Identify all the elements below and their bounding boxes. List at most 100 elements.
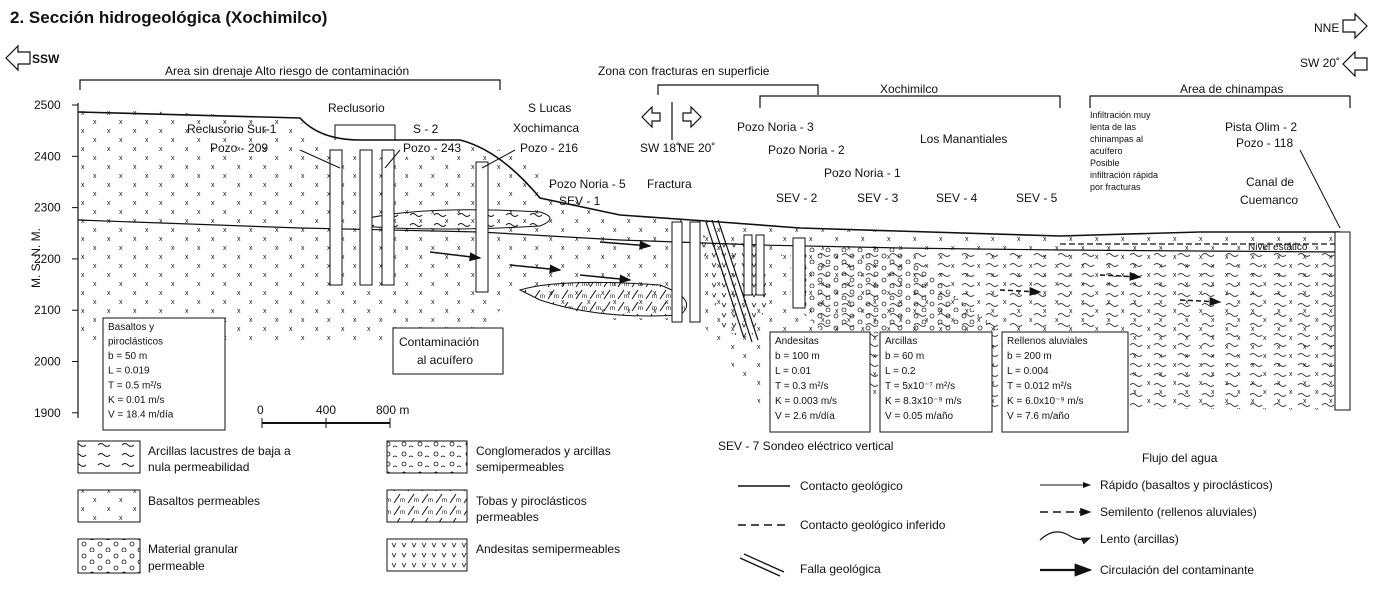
info-box-line: b = 100 m [775, 351, 820, 362]
flow-legend-contaminante: Circulación del contaminante [1100, 563, 1254, 577]
info-box-line: T = 0.012 m²/s [1007, 381, 1072, 392]
legend-granular-line1: Material granular [148, 542, 238, 556]
legend-swatch-lacustre [77, 440, 141, 474]
label-pozo-243: Pozo - 243 [403, 141, 461, 155]
nivel-estatico-label: Nivel estático [1248, 242, 1308, 253]
scale-400: 400 [316, 403, 336, 417]
arrow-left-icon [641, 105, 661, 129]
well-sev2 [792, 237, 806, 309]
well-noria-5 [671, 221, 683, 323]
scale-bar: 0 400 800 m [257, 403, 409, 428]
arrow-left-icon [5, 44, 31, 72]
legend-sev: SEV - 7 Sondeo eléctrico vertical [718, 439, 893, 453]
legend-swatch-granular [77, 538, 141, 574]
label-s-lucas: S Lucas [528, 101, 571, 115]
clay-lens [359, 209, 551, 230]
label-canal: Canal de [1246, 175, 1294, 189]
y-axis-label: M. S. N. M. [29, 228, 43, 288]
legend: Arcillas lacustres de baja a nula permea… [77, 439, 1273, 577]
bracket-xochimilco: Xochimilco [759, 82, 1061, 108]
info-box-line: V = 0.05 m/año [885, 411, 954, 422]
info-box-line: Andesitas [775, 336, 819, 347]
tuff-lens [518, 281, 688, 317]
y-tick-label: 2400 [34, 149, 61, 163]
legend-lacustre-line2: nula permeabilidad [148, 460, 249, 474]
direction-ssw-label: SSW [32, 52, 60, 66]
infiltracion-line: lenta de las [1090, 122, 1137, 132]
legend-falla: Falla geológica [800, 562, 881, 576]
location-labels: Reclusorio Sur-1 Pozo - 209 Reclusorio S… [187, 101, 1341, 375]
label-pozo-noria-5: Pozo Noria - 5 [549, 177, 626, 191]
infiltracion-line: infiltración rápida [1090, 170, 1158, 180]
bracket-zona-fracturas: Zona con fracturas en superficie [598, 64, 819, 95]
info-box-line: V = 2.6 m/día [775, 411, 835, 422]
label-sev-4: SEV - 4 [936, 191, 978, 205]
contaminacion-box [392, 327, 504, 375]
info-box-line: L = 0.2 [885, 366, 916, 377]
infiltracion-line: por fracturas [1090, 182, 1141, 192]
well-reclusorio-a [359, 149, 373, 286]
label-pozo-118: Pozo - 118 [1236, 136, 1293, 150]
y-tick-label: 2100 [34, 303, 61, 317]
direction-nne: NNE [1314, 12, 1368, 40]
info-box-line: T = 5x10⁻⁷ m²/s [885, 381, 955, 392]
legend-swatch-conglomerate [386, 440, 468, 474]
flow-arrows [429, 240, 1222, 306]
bracket-area-sin-drenaje-label: Area sin drenaje Alto riesgo de contamin… [165, 64, 409, 78]
direction-ne20: NE 20˚ [678, 105, 715, 155]
label-reclusorio-sur-1: Reclusorio Sur-1 [187, 122, 277, 136]
info-box-line: b = 200 m [1007, 351, 1052, 362]
scale-0: 0 [257, 403, 264, 417]
label-cuemanco: Cuemanco [1240, 193, 1298, 207]
label-s2: S - 2 [413, 122, 439, 136]
bracket-area-chinampas-label: Area de chinampas [1180, 82, 1283, 96]
legend-tuff-line1: Tobas y piroclásticos [476, 494, 587, 508]
well-sev1 [689, 221, 701, 323]
flow-legend-lento: Lento (arcillas) [1100, 532, 1179, 546]
info-box-line: b = 60 m [885, 351, 924, 362]
fault-icon [739, 553, 785, 577]
y-tick-label: 2500 [34, 98, 61, 112]
label-pozo-209: Pozo - 209 [210, 141, 268, 155]
legend-andesite-line1: Andesitas semipermeables [476, 542, 620, 556]
info-box-line: Rellenos aluviales [1007, 336, 1088, 347]
contaminacion-line-2: al acuífero [417, 353, 473, 367]
info-box [1001, 331, 1129, 433]
bracket-area-chinampas: Area de chinampas [1089, 82, 1351, 108]
info-box-line: V = 7.6 m/año [1007, 411, 1070, 422]
legend-swatch-basalt [77, 489, 141, 523]
label-pozo-216: Pozo - 216 [520, 141, 578, 155]
y-tick-label: 2200 [34, 252, 61, 266]
well-reclusorio-sur [329, 149, 343, 286]
direction-sw18-label: SW 18˚ [640, 141, 680, 155]
legend-contacto-inferido: Contacto geológico inferido [800, 518, 946, 532]
info-box-line: T = 0.5 m²/s [108, 380, 161, 391]
direction-sw20: SW 20˚ [1300, 50, 1368, 78]
info-box-line: K = 0.01 m/s [108, 395, 164, 406]
y-tick-label: 2000 [34, 355, 61, 369]
bracket-zona-fracturas-label: Zona con fracturas en superficie [598, 64, 770, 78]
label-pozo-noria-3: Pozo Noria - 3 [737, 120, 814, 134]
info-box-line: T = 0.3 m²/s [775, 381, 828, 392]
label-sev-1: SEV - 1 [559, 194, 601, 208]
well-noria-3 [743, 234, 753, 296]
legend-swatch-andesite [386, 538, 468, 572]
info-box-line: Arcillas [885, 336, 917, 347]
legend-lacustre-line1: Arcillas lacustres de baja a [148, 444, 291, 458]
info-box [769, 331, 871, 433]
granular-zone [790, 245, 1000, 335]
legend-conglomerate-line2: semipermeables [476, 460, 564, 474]
label-sev-5: SEV - 5 [1016, 191, 1058, 205]
fracture-lines [705, 219, 759, 343]
legend-tuff-line2: permeables [476, 510, 539, 524]
info-box-line: b = 50 m [108, 351, 147, 362]
info-box-line: K = 6.0x10⁻⁹ m/s [1007, 396, 1084, 407]
info-box-line: V = 18.4 m/día [108, 409, 174, 420]
info-box-line: Basaltos y [108, 322, 154, 333]
infiltracion-line: chinampas al [1090, 134, 1143, 144]
label-sev-2: SEV - 2 [776, 191, 818, 205]
arrow-right-icon [1342, 12, 1368, 40]
flow-legend-semilento: Semilento (rellenos aluviales) [1100, 505, 1257, 519]
